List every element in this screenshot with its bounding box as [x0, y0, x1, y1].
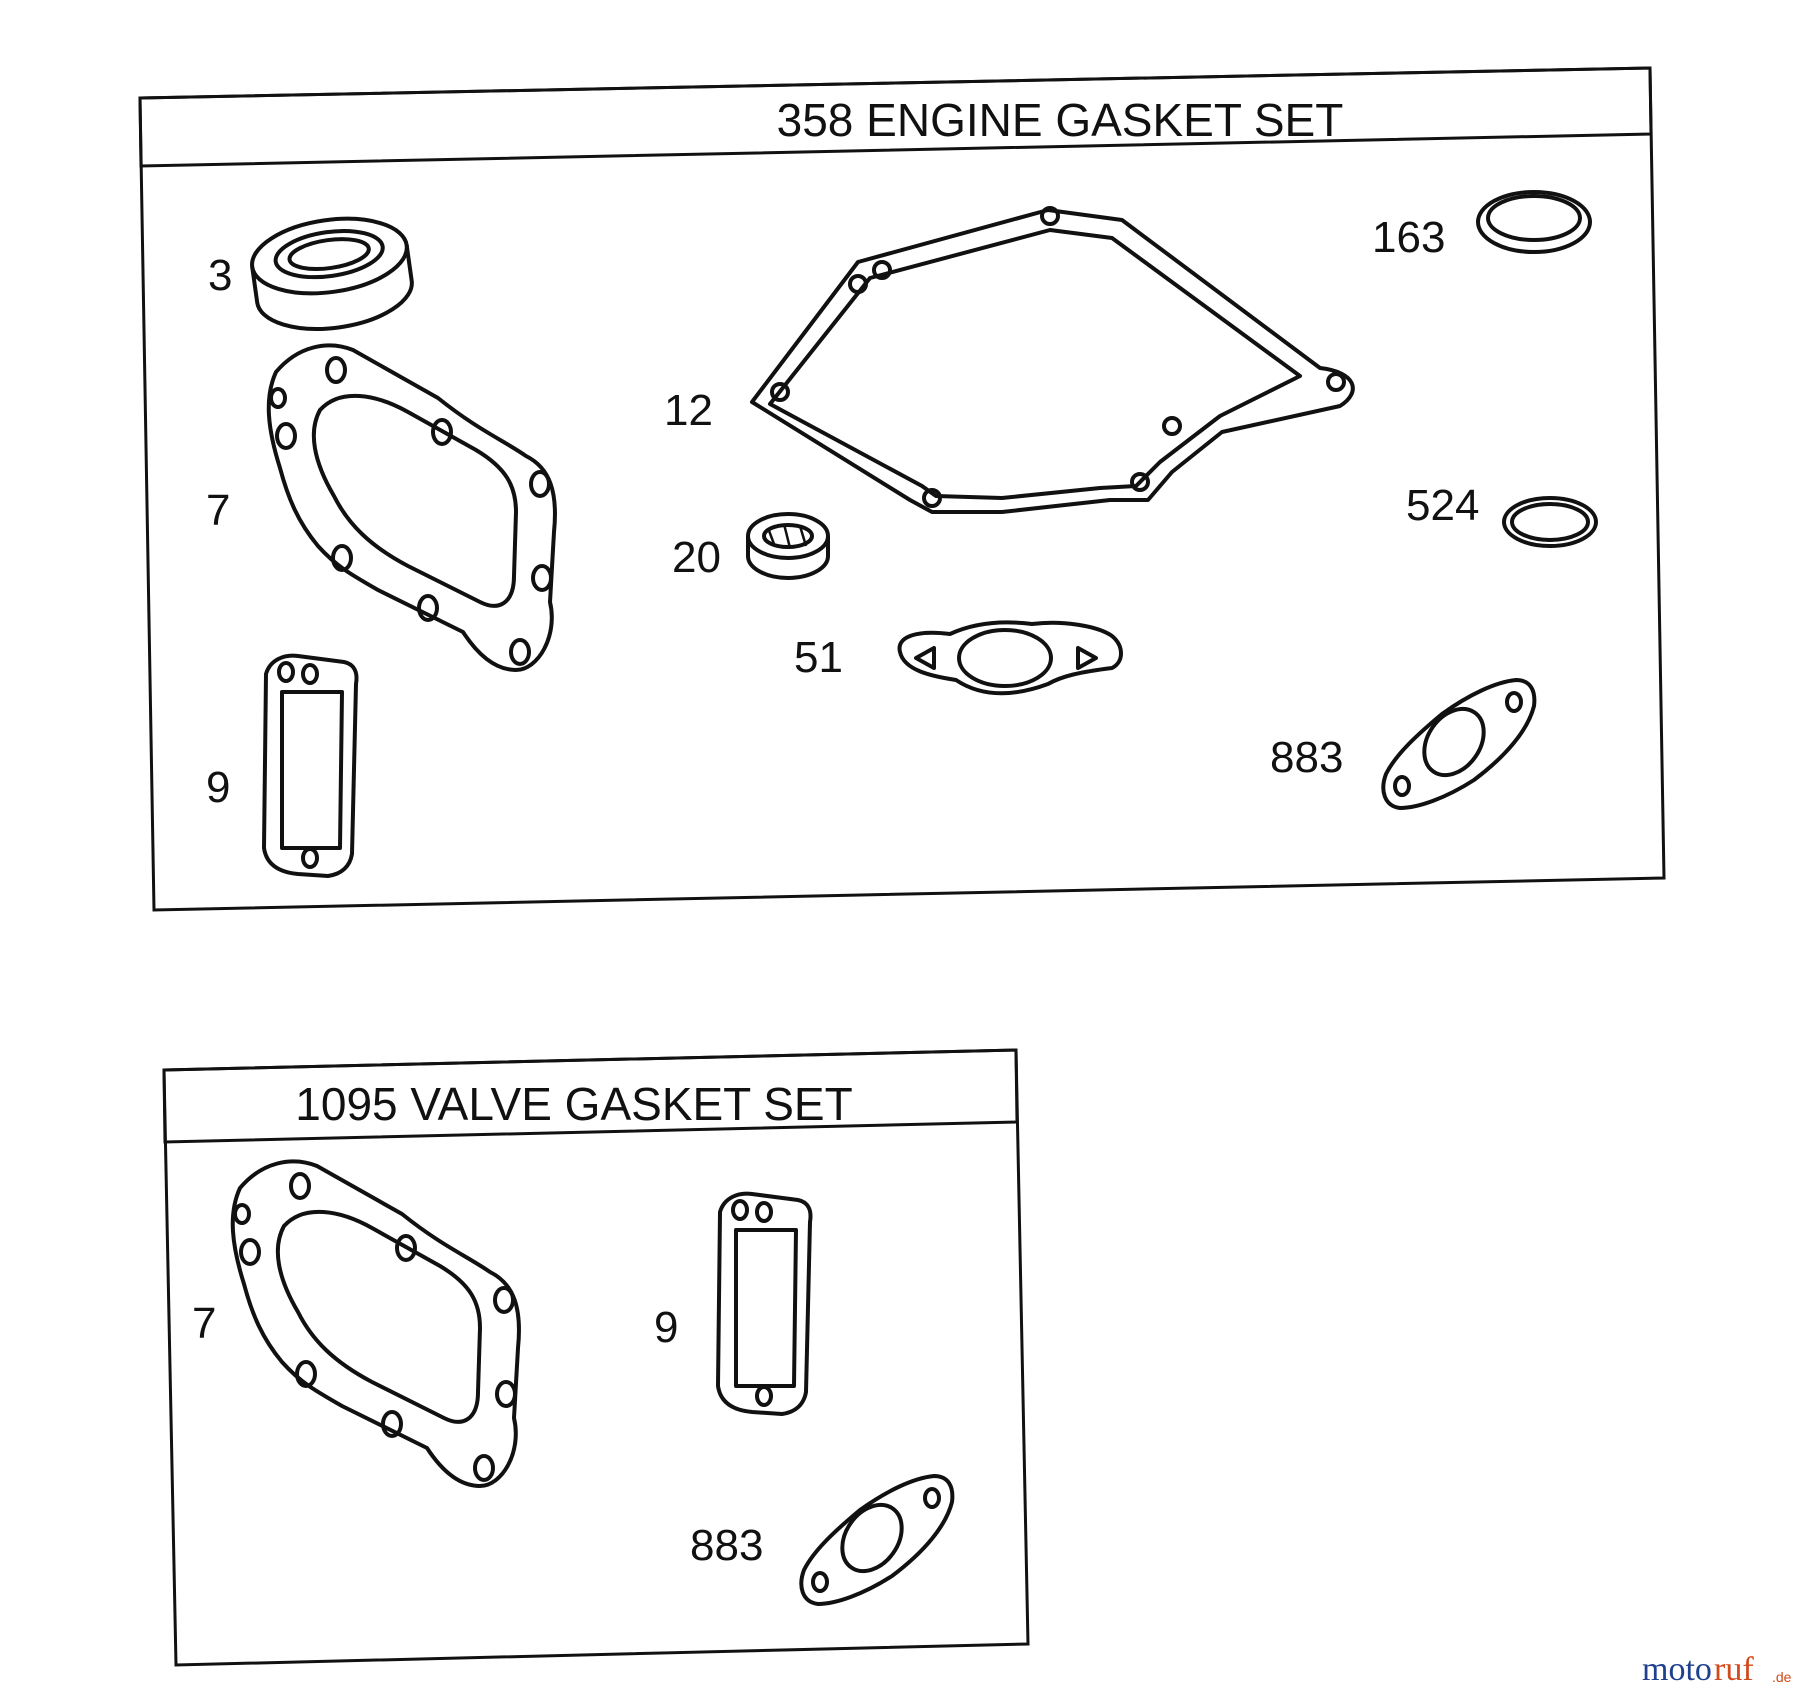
- callout-crankcase-gasket-12: 12: [664, 386, 713, 435]
- head-gasket-part: [266, 343, 557, 672]
- valve-gasket-set-panel: 1095 VALVE GASKET SET 7 9 883: [162, 1048, 1030, 1667]
- callout-ring-524: 524: [1406, 481, 1479, 530]
- watermark-logo: moto ruf .de: [1642, 1651, 1792, 1688]
- engine-set-title-bar: [138, 66, 1653, 168]
- valve-flange-gasket-part: [799, 1474, 955, 1606]
- watermark-part1: moto: [1642, 1651, 1712, 1688]
- callout-small-seal-20: 20: [672, 533, 721, 582]
- ring-524-part: [1502, 496, 1598, 548]
- crankcase-gasket-part: [750, 206, 1355, 514]
- flange-gasket-part: [1381, 678, 1537, 810]
- callout-flange-gasket-883: 883: [1270, 733, 1343, 782]
- valve-head-gasket-part: [230, 1159, 521, 1488]
- callout-breather-gasket-9: 9: [206, 763, 230, 812]
- valve-callout-breather-gasket-9: 9: [654, 1303, 678, 1352]
- breather-gasket-part: [262, 653, 359, 878]
- ring-163-part: [1476, 190, 1592, 254]
- valve-set-title: 1095 VALVE GASKET SET: [295, 1078, 852, 1130]
- engine-gasket-set-panel: 358 ENGINE GASKET SET 3 7 9 12: [138, 66, 1666, 912]
- valve-set-title-bar: [162, 1048, 1019, 1144]
- exhaust-gasket-part: [897, 620, 1123, 696]
- callout-exhaust-gasket-51: 51: [794, 633, 843, 682]
- valve-breather-gasket-part: [716, 1191, 813, 1416]
- engine-set-title: 358 ENGINE GASKET SET: [777, 94, 1344, 146]
- callout-ring-163: 163: [1372, 213, 1445, 262]
- valve-callout-head-gasket-7: 7: [192, 1299, 216, 1348]
- small-seal-part: [746, 512, 830, 580]
- callout-seal-3: 3: [208, 251, 232, 300]
- callout-head-gasket-7: 7: [206, 486, 230, 535]
- watermark-suffix: .de: [1772, 1669, 1792, 1685]
- oil-seal-part: [250, 216, 414, 331]
- watermark-part2: ruf: [1714, 1651, 1754, 1688]
- valve-callout-flange-gasket-883: 883: [690, 1521, 763, 1570]
